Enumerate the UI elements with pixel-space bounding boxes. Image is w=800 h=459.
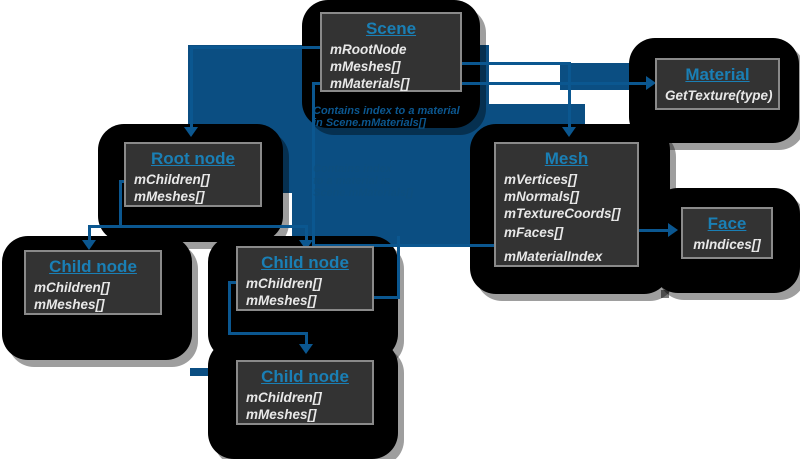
arrow-child-2 bbox=[299, 240, 313, 250]
field-mnormals: mNormals[] bbox=[504, 189, 580, 204]
node-root-node-title: Root node bbox=[150, 149, 236, 168]
arrow-rootnode bbox=[184, 127, 198, 137]
node-child-node-2-fields: mChildren[] mMeshes[] bbox=[246, 275, 364, 309]
node-child-node-1[interactable]: Child node mChildren[] mMeshes[] bbox=[24, 250, 162, 315]
node-root-node[interactable]: Root node mChildren[] mMeshes[] bbox=[124, 142, 262, 207]
field-c2-mchildren: mChildren[] bbox=[246, 276, 322, 291]
node-child-node-2-title: Child node bbox=[261, 253, 349, 272]
field-mmeshes: mMeshes[] bbox=[330, 59, 401, 74]
card-shadow-strip-1 bbox=[661, 290, 669, 298]
node-child-node-3-title: Child node bbox=[261, 367, 349, 386]
field-mvertices: mVertices[] bbox=[504, 172, 578, 187]
conn-scene-mesh-v bbox=[568, 62, 571, 129]
node-child-node-3[interactable]: Child node mChildren[] mMeshes[] bbox=[236, 360, 374, 425]
conn-root-children-bus bbox=[88, 225, 308, 228]
node-mesh[interactable]: Mesh mVertices[] mNormals[] mTextureCoor… bbox=[494, 142, 639, 267]
field-mtexturecoords: mTextureCoords[] bbox=[504, 206, 621, 221]
conn-scene-mesh-h bbox=[368, 62, 571, 65]
arrow-child-3 bbox=[299, 344, 313, 354]
annotation-faded-line1: Contains index bbox=[313, 163, 392, 175]
annotation-material-index-line1: Contains index to a material bbox=[313, 105, 460, 117]
conn-child3-drop bbox=[305, 332, 308, 346]
node-scene-fields: mRootNode mMeshes[] mMaterials[] bbox=[330, 41, 452, 92]
node-child-node-2[interactable]: Child node mChildren[] mMeshes[] bbox=[236, 246, 374, 311]
conn-child2-children-bus bbox=[228, 332, 308, 335]
node-face-fields: mIndices[] bbox=[691, 236, 763, 253]
field-mmaterialindex: mMaterialIndex bbox=[504, 249, 603, 264]
annotation-material-index-faded: Contains index to a material in Scene.mM… bbox=[313, 163, 414, 199]
arrow-face bbox=[668, 223, 678, 237]
field-gettexture: GetTexture(type) bbox=[665, 88, 773, 103]
field-c3-mmeshes: mMeshes[] bbox=[246, 407, 317, 422]
arrow-child-1 bbox=[82, 240, 96, 250]
annotation-faded-line2: to a material in bbox=[313, 175, 391, 187]
conn-root-children-drop-l bbox=[88, 225, 91, 242]
node-mesh-fields: mVertices[] mNormals[] mTextureCoords[] … bbox=[504, 171, 629, 265]
node-scene-title: Scene bbox=[365, 19, 417, 38]
conn-root-children-v bbox=[119, 180, 122, 226]
node-material-fields: GetTexture(type) bbox=[665, 87, 773, 104]
node-child-node-3-fields: mChildren[] mMeshes[] bbox=[246, 389, 364, 423]
node-face-title: Face bbox=[707, 214, 747, 233]
node-face[interactable]: Face mIndices[] bbox=[681, 207, 773, 259]
conn-scene-rootnode-v bbox=[190, 46, 193, 129]
field-mindices: mIndices[] bbox=[693, 237, 761, 252]
node-child-node-1-title: Child node bbox=[49, 257, 137, 276]
conn-scene-rootnode-h bbox=[190, 46, 335, 49]
conn-child2-children-v bbox=[228, 281, 231, 333]
arrow-material bbox=[646, 76, 656, 90]
field-mrootnode: mRootNode bbox=[330, 42, 407, 57]
node-root-node-fields: mChildren[] mMeshes[] bbox=[134, 171, 252, 205]
conn-matindex-h2 bbox=[312, 244, 502, 247]
annotation-material-index: Contains index to a material in Scene.mM… bbox=[313, 105, 460, 129]
annotation-faded-line3: Scene.mMaterials[] bbox=[313, 187, 414, 199]
node-scene[interactable]: Scene mRootNode mMeshes[] mMaterials[] bbox=[320, 12, 462, 92]
blue-band-arm bbox=[560, 63, 640, 90]
field-root-mmeshes: mMeshes[] bbox=[134, 189, 205, 204]
field-c1-mchildren: mChildren[] bbox=[34, 280, 110, 295]
field-root-mchildren: mChildren[] bbox=[134, 172, 210, 187]
node-mesh-title: Mesh bbox=[544, 149, 589, 168]
conn-matindex-v bbox=[312, 82, 315, 244]
node-material[interactable]: Material GetTexture(type) bbox=[655, 58, 780, 110]
field-mmaterials: mMaterials[] bbox=[330, 76, 410, 91]
field-mfaces: mFaces[] bbox=[504, 225, 564, 240]
field-c1-mmeshes: mMeshes[] bbox=[34, 297, 105, 312]
field-c3-mchildren: mChildren[] bbox=[246, 390, 322, 405]
blue-band-trunk bbox=[300, 180, 480, 245]
field-c2-mmeshes: mMeshes[] bbox=[246, 293, 317, 308]
conn-scene-material-h bbox=[368, 82, 648, 85]
arrow-mesh bbox=[562, 127, 576, 137]
annotation-material-index-line2: in Scene.mMaterials[] bbox=[313, 117, 427, 129]
node-material-title: Material bbox=[685, 65, 750, 84]
blue-band-foot-c bbox=[190, 368, 212, 376]
conn-root-children-drop-r bbox=[305, 225, 308, 242]
conn-child2-mesh-v bbox=[397, 236, 400, 296]
node-child-node-1-fields: mChildren[] mMeshes[] bbox=[34, 279, 152, 313]
